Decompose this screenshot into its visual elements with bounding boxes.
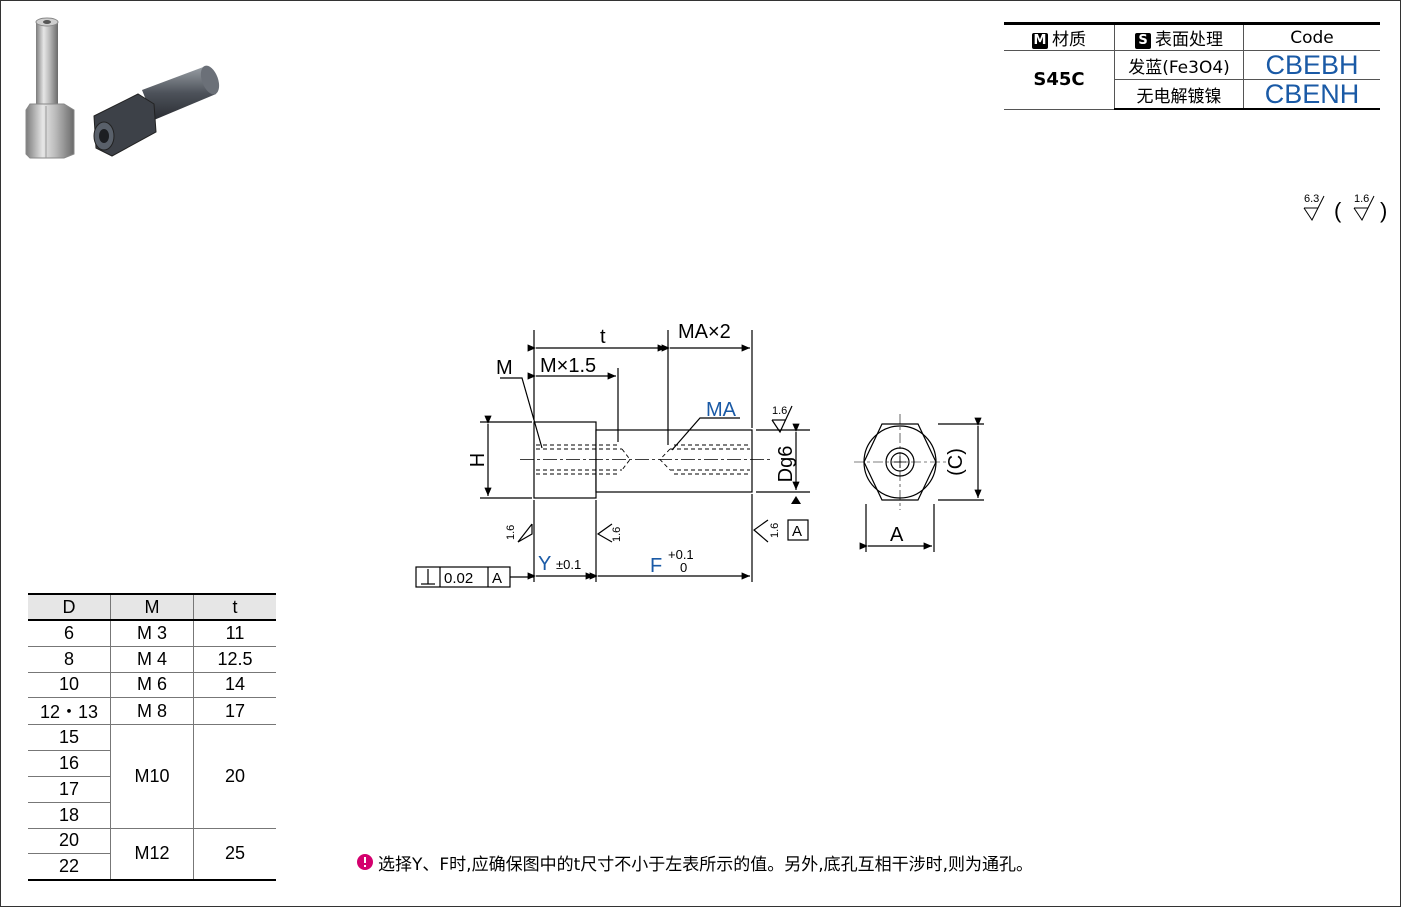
cell-t: 14 [193,671,276,699]
cell-t: 25 [193,827,276,882]
surface-value: 无电解镀镍 [1114,79,1244,110]
roughness-left-label: 1.6 [505,525,517,540]
selection-note: 选择Y、F时,应确保图中的t尺寸不小于左表所示的值。另外,底孔互相干涉时,则为通… [356,850,1033,875]
cell-d: 10 [28,671,111,699]
perpendicularity-datum: A [492,570,502,587]
roughness-mid-label: 1.6 [611,527,623,542]
dim-m-x15-label: M×1.5 [540,355,596,377]
roughness-od-label: 1.6 [772,405,787,417]
note-text: 选择Y、F时,应确保图中的t尺寸不小于左表所示的值。另外,底孔互相干涉时,则为通… [378,855,1034,875]
table-row: 22 [28,853,276,882]
cell-m: M12 [110,827,194,882]
table-row: 17 [28,775,276,803]
cell-t: 17 [193,697,276,726]
code-header: Code [1243,22,1380,51]
cell-m: M 3 [110,619,194,647]
table-row: 12・13 M 8 17 [28,697,276,726]
table-row: 20 M12 25 [28,827,276,882]
product-photo-upright [25,17,75,159]
dim-dg6-label: Dg6 [775,446,797,483]
table-row: 6 M 3 11 [28,619,276,647]
dim-f-label: F [650,555,662,577]
col-header-d: D [28,593,111,621]
thread-ma-label: MA [706,399,737,421]
product-code[interactable]: CBEBH [1243,50,1380,80]
cell-d: 20 [28,827,111,855]
dim-ma-x2-label: MA×2 [678,321,731,343]
paren-open: ( [1334,198,1342,223]
cell-m: M 6 [110,671,194,699]
cell-d: 16 [28,750,111,777]
dim-t-label: t [600,326,606,348]
dim-a-label: A [890,524,904,546]
cell-m: M10 [110,724,194,829]
dim-y-tolerance: ±0.1 [556,557,581,572]
product-code[interactable]: CBENH [1243,79,1380,110]
dim-f-tolerance-upper: +0.1 [668,547,694,562]
datum-a-box-label: A [792,523,802,540]
cell-d: 17 [28,775,111,803]
cell-d: 8 [28,645,111,673]
material-icon: M [1032,33,1048,49]
table-row: 8 M 4 12.5 [28,645,276,673]
cell-d: 18 [28,801,111,829]
table-row: 10 M 6 14 [28,671,276,699]
cell-t: 20 [193,724,276,829]
roughness-other-value: 1.6 [1354,193,1369,205]
dim-f-tolerance-lower: 0 [680,560,687,575]
surface-value: 发蓝(Fe3O4) [1114,50,1244,80]
cell-d: 12・13 [28,697,111,726]
cell-t: 11 [193,619,276,647]
paren-close: ) [1380,198,1387,223]
table-row: 15 M10 20 [28,724,276,829]
surface-icon: S [1135,33,1151,49]
dim-c-label: (C) [945,448,967,476]
surface-roughness-symbols: 6.3 ( 1.6 ) [1303,193,1387,223]
cell-d: 15 [28,724,111,752]
roughness-right-label: 1.6 [769,523,781,538]
material-value: S45C [1004,50,1115,110]
warning-pin-icon [357,853,373,870]
cell-m: M 4 [110,645,194,673]
col-header-t: t [193,593,276,621]
dim-h-label: H [467,453,489,467]
table-row: 18 [28,801,276,829]
size-table: D M t 6 M 3 11 8 M 4 12.5 10 M 6 14 12・1… [28,593,276,882]
cell-t: 12.5 [193,645,276,673]
roughness-main-value: 6.3 [1304,193,1319,205]
cell-m: M 8 [110,697,194,726]
cell-d: 6 [28,619,111,647]
dim-y-label: Y [538,553,551,575]
thread-m-label: M [496,357,513,379]
perpendicularity-value: 0.02 [444,570,473,587]
product-photo-black-oxide [93,65,220,157]
cell-d: 22 [28,853,111,882]
col-header-m: M [110,593,194,621]
technical-drawing: t MA×2 M M×1.5 MA H Dg6 Y F A (C) ±0.1 +… [415,321,984,588]
